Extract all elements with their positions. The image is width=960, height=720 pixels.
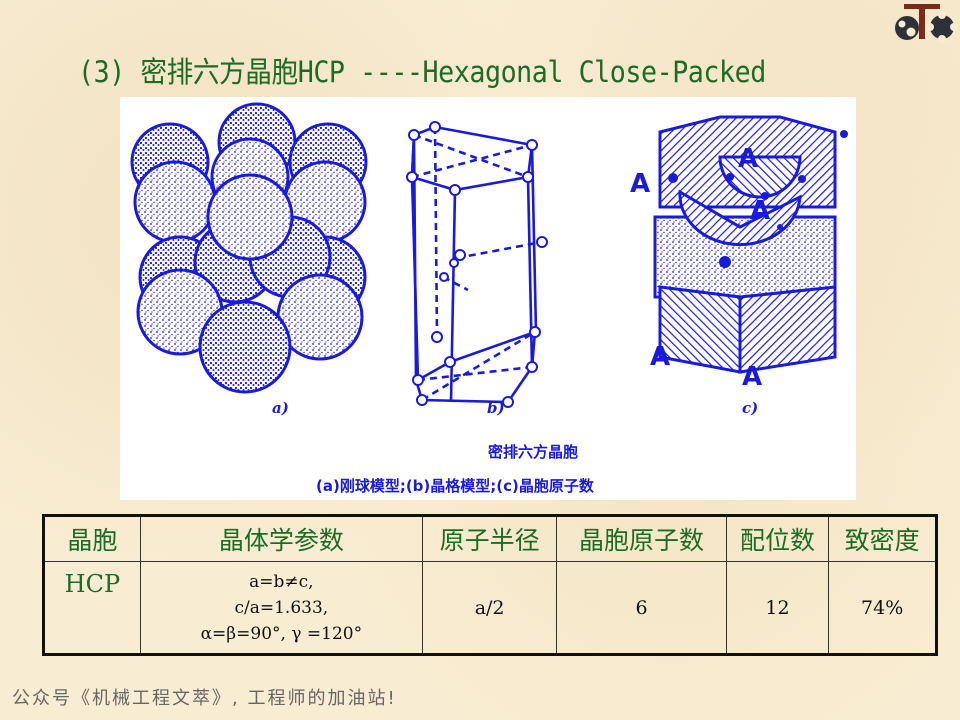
footer-text: 公众号《机械工程文萃》, 工程师的加油站! (12, 688, 397, 709)
atomic-radius-value: a/2 (421, 561, 558, 655)
header-atoms-per-cell: 晶胞原子数 (556, 515, 727, 562)
figure-caption-title: 密排六方晶胞 (487, 443, 578, 461)
header-cell-type: 晶胞 (43, 515, 141, 562)
svg-text:A: A (630, 169, 650, 199)
packing-density-value: 74% (828, 561, 937, 655)
atoms-per-cell-value: 6 (556, 561, 727, 655)
table-header-row: 晶胞 晶体学参数 原子半径 晶胞原子数 配位数 致密度 (43, 515, 937, 562)
svg-text:A: A (650, 342, 670, 372)
svg-text:A: A (742, 362, 762, 392)
panel-c-label: c) (742, 399, 759, 417)
param-line-1: a=b≠c, (249, 571, 314, 592)
svg-text:A: A (750, 196, 770, 226)
cell-atoms-panel: A A A A A (630, 115, 848, 392)
param-line-3: α=β=90°, γ =120° (200, 623, 363, 644)
header-packing-density: 致密度 (828, 515, 937, 562)
panel-b-label: b) (487, 399, 505, 417)
param-line-2: c/a=1.633, (234, 597, 329, 618)
hcp-properties-table: 晶胞 晶体学参数 原子半径 晶胞原子数 配位数 致密度 HCP a=b≠c, c… (42, 514, 938, 656)
header-atomic-radius: 原子半径 (421, 515, 558, 562)
sphere-model-panel (130, 102, 368, 394)
publisher-logo-icon (890, 2, 960, 44)
header-coordination-number: 配位数 (725, 515, 830, 562)
cell-type-value: HCP (43, 561, 141, 655)
slide-title: (3) 密排六方晶胞HCP ----Hexagonal Close-Packed (78, 55, 766, 89)
figure-caption-subtitle: (a)刚球模型;(b)晶格模型;(c)晶胞原子数 (316, 477, 594, 495)
header-crystal-params: 晶体学参数 (139, 515, 423, 562)
crystal-params-value: a=b≠c, c/a=1.633, α=β=90°, γ =120° (139, 561, 423, 655)
coordination-number-value: 12 (725, 561, 830, 655)
lattice-model-panel (406, 121, 548, 408)
table-row: HCP a=b≠c, c/a=1.633, α=β=90°, γ =120° a… (43, 561, 937, 655)
panel-a-label: a) (272, 399, 289, 417)
hcp-figure: A A A A A a) b) c) 密排六方晶胞 (a)刚球模型;(b)晶格模… (120, 97, 856, 500)
svg-text:A: A (738, 144, 758, 174)
